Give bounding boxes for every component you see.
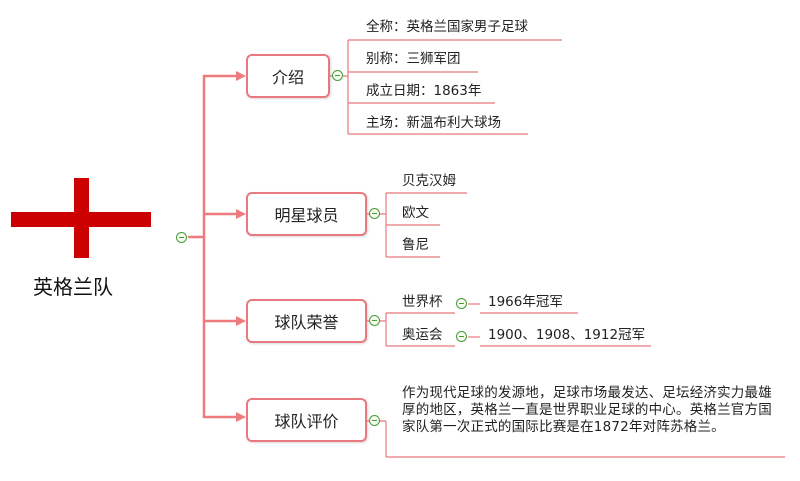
collapse-icon[interactable] <box>456 331 467 342</box>
collapse-icon[interactable] <box>332 70 343 81</box>
england-cross-icon <box>11 178 151 258</box>
branch-honors[interactable]: 球队荣誉 <box>246 299 367 343</box>
collapse-icon[interactable] <box>456 298 467 309</box>
leaf-review-text[interactable]: 作为现代足球的发源地，足球市场最发达、足坛经济实力最雄厚的地区，英格兰一直是世界… <box>402 385 772 435</box>
collapse-icon[interactable] <box>369 315 380 326</box>
root-collapse-icon[interactable] <box>176 232 187 243</box>
leaf-player[interactable]: 欧文 <box>402 205 429 221</box>
leaf-home-stadium[interactable]: 主场：新温布利大球场 <box>366 115 501 131</box>
leaf-full-name[interactable]: 全称：英格兰国家男子足球 <box>366 19 528 35</box>
leaf-world-cup-detail[interactable]: 1966年冠军 <box>488 294 563 310</box>
root-title[interactable]: 英格兰队 <box>33 275 113 299</box>
leaf-world-cup[interactable]: 世界杯 <box>402 294 443 310</box>
leaf-olympics-detail[interactable]: 1900、1908、1912冠军 <box>488 327 646 343</box>
leaf-olympics[interactable]: 奥运会 <box>402 327 443 343</box>
collapse-icon[interactable] <box>369 415 380 426</box>
leaf-player[interactable]: 鲁尼 <box>402 237 429 253</box>
collapse-icon[interactable] <box>369 208 380 219</box>
branch-intro[interactable]: 介绍 <box>246 54 330 98</box>
leaf-nickname[interactable]: 别称：三狮军团 <box>366 51 461 67</box>
leaf-founded[interactable]: 成立日期：1863年 <box>366 83 482 99</box>
leaf-player[interactable]: 贝克汉姆 <box>402 173 456 189</box>
branch-star-players[interactable]: 明星球员 <box>246 192 367 236</box>
branch-team-review[interactable]: 球队评价 <box>246 398 367 442</box>
